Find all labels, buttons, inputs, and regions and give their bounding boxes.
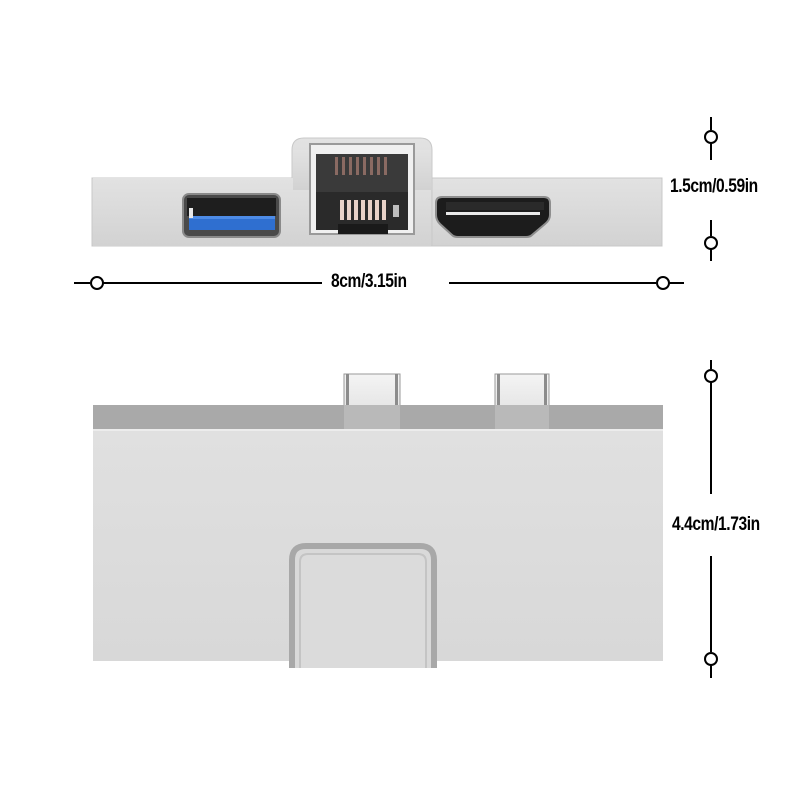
- dimension-height-top: [704, 117, 718, 261]
- hub-clip-tab: [289, 543, 437, 668]
- dimension-label-width: 8cm/3.15in: [331, 271, 407, 292]
- dimension-label-height-bottom: 4.4cm/1.73in: [672, 514, 760, 535]
- dimension-height-bottom: [704, 360, 718, 678]
- ethernet-port-icon: [309, 143, 415, 235]
- hub-front-view: [91, 137, 663, 247]
- usb-a-port-icon: [182, 193, 281, 238]
- hdmi-port-icon: [435, 196, 551, 238]
- hub-top-view: [93, 373, 663, 668]
- dimension-label-height-top: 1.5cm/0.59in: [670, 176, 758, 197]
- dimension-width: [74, 276, 684, 290]
